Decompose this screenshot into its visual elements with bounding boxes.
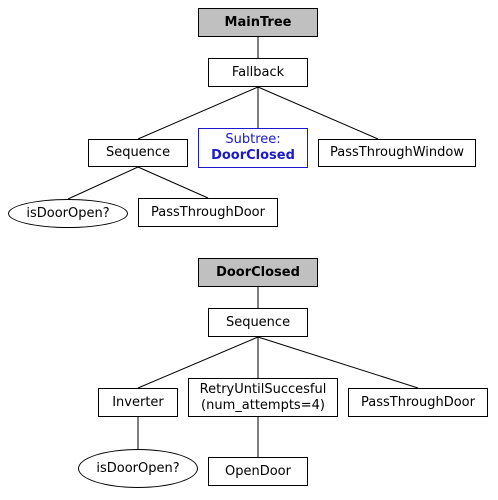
fallback-node: Fallback	[208, 58, 308, 87]
doorclosed-root-node: DoorClosed	[198, 258, 318, 287]
doorclosed-pass-through-door-node: PassThroughDoor	[348, 388, 488, 417]
maintree-root-label: MainTree	[224, 14, 292, 30]
main-sequence-label: Sequence	[105, 145, 171, 160]
subtree-doorclosed-node: Subtree: DoorClosed	[198, 128, 308, 168]
subtree-ref-label: DoorClosed	[211, 148, 295, 163]
edge-sequence-passdoor	[137, 166, 209, 199]
open-door-label: OpenDoor	[225, 463, 291, 479]
doorclosed-root-label: DoorClosed	[216, 264, 300, 280]
open-door-node: OpenDoor	[208, 457, 308, 486]
doorclosed-sequence-label: Sequence	[225, 314, 291, 330]
doorclosed-pass-through-door-label: PassThroughDoor	[361, 394, 475, 410]
subtree-prefix-label: Subtree:	[225, 132, 281, 147]
main-sequence-node: Sequence	[88, 139, 188, 167]
edge-sequence-inverter	[137, 336, 259, 389]
inverter-node: Inverter	[98, 388, 178, 417]
main-pass-through-door-label: PassThroughDoor	[151, 204, 265, 220]
doorclosed-is-door-open-label: isDoorOpen?	[96, 460, 180, 476]
retry-label-line1: RetryUntilSuccesful	[199, 381, 327, 397]
fallback-label: Fallback	[231, 64, 285, 80]
maintree-root-node: MainTree	[198, 8, 318, 37]
main-is-door-open-label: isDoorOpen?	[26, 205, 110, 221]
retry-label-line2: (num_attempts=4)	[201, 397, 325, 413]
edge-sequence-passdoor-2	[257, 336, 419, 389]
main-pass-through-door-node: PassThroughDoor	[138, 198, 278, 227]
edge-fallback-sequence	[137, 86, 259, 140]
pass-through-window-label: PassThroughWindow	[330, 145, 464, 160]
pass-through-window-node: PassThroughWindow	[318, 139, 476, 167]
retry-until-successful-node: RetryUntilSuccesful (num_attempts=4)	[188, 378, 338, 417]
doorclosed-sequence-node: Sequence	[208, 308, 308, 337]
edge-fallback-passwindow	[257, 86, 379, 140]
edge-sequence-isdooropen	[67, 166, 139, 200]
main-is-door-open-condition: isDoorOpen?	[8, 199, 128, 228]
doorclosed-is-door-open-condition: isDoorOpen?	[78, 449, 198, 488]
inverter-label: Inverter	[112, 394, 164, 410]
